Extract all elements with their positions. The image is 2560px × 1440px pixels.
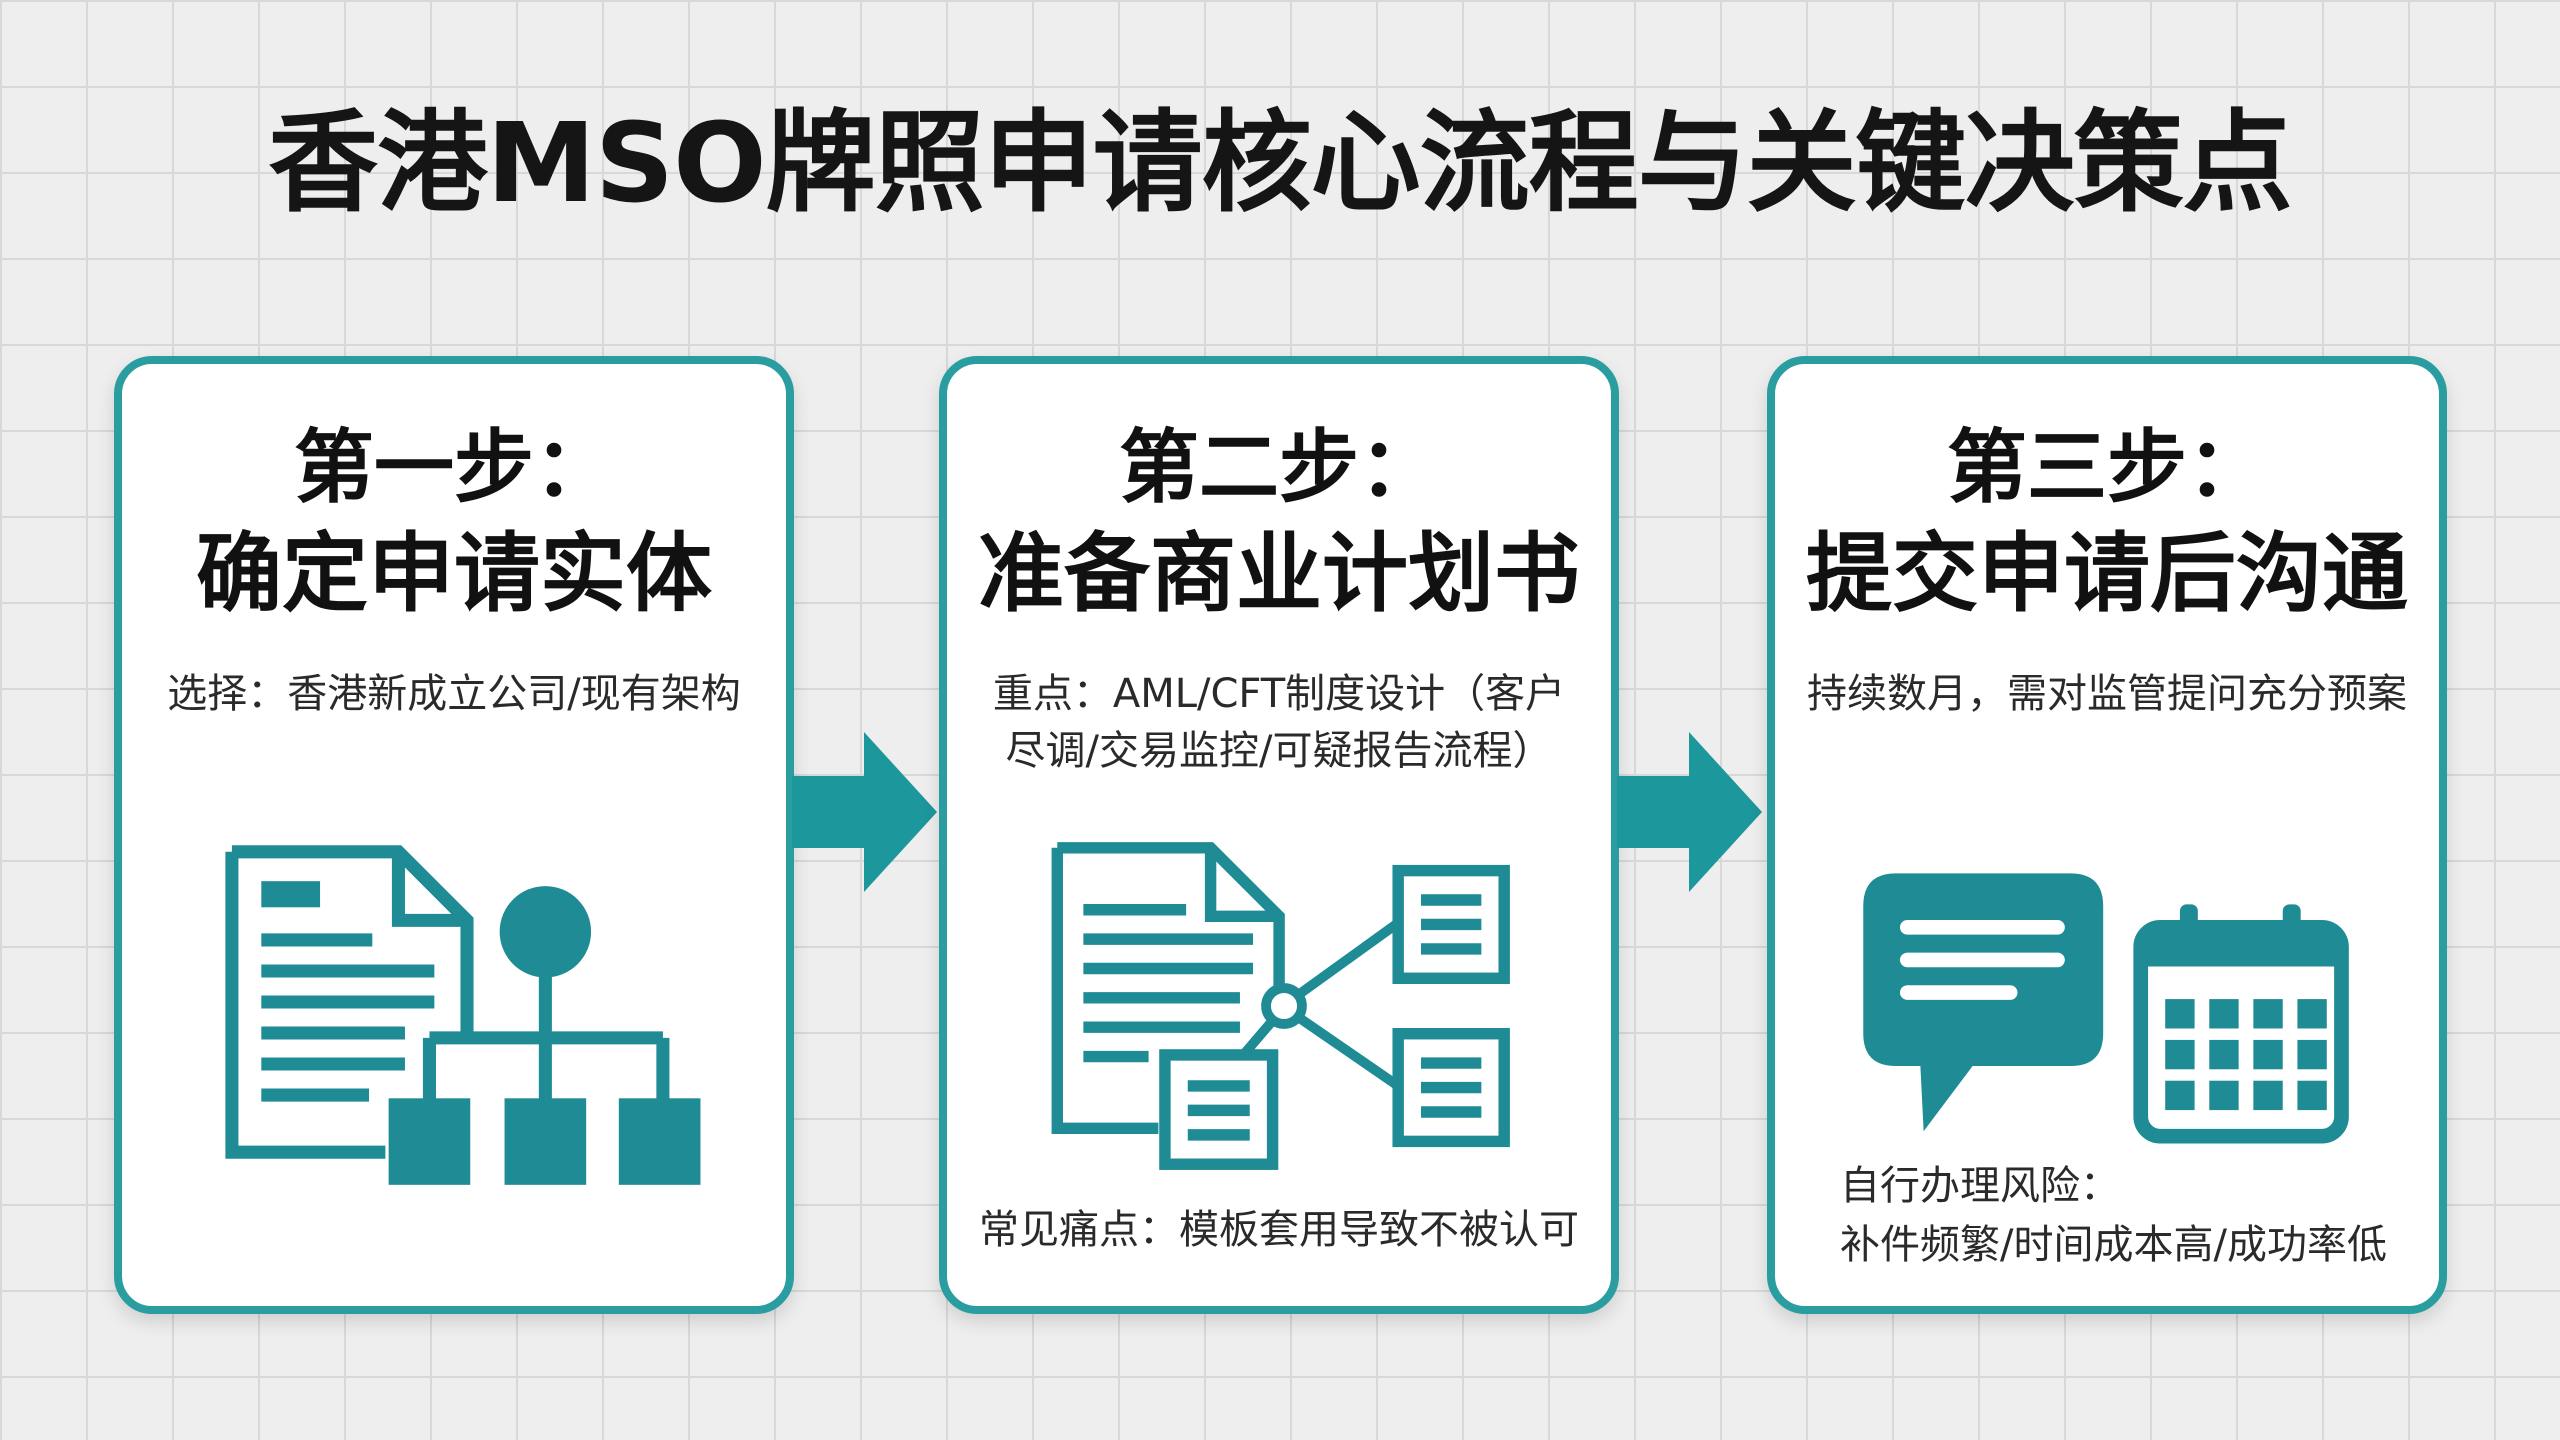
document-network-icon — [1051, 842, 1510, 1170]
document-org-chart-icon — [225, 845, 701, 1185]
step-description-line-1: 重点：AML/CFT制度设计（客户 — [992, 671, 1566, 717]
step-description: 持续数月，需对监管提问充分预案 — [1807, 671, 2407, 717]
step-label: 第三步： — [1947, 421, 2267, 514]
step-note-line-1: 自行办理风险： — [1840, 1163, 2120, 1209]
small-document-icon — [1159, 1049, 1279, 1170]
step-card-1: 第一步： 确定申请实体 选择：香港新成立公司/现有架构 — [114, 356, 794, 1314]
step-description: 选择：香港新成立公司/现有架构 — [167, 671, 741, 717]
right-arrow-icon — [1617, 732, 1762, 892]
org-chart-icon — [388, 886, 701, 1185]
step-description-line-2: 尽调/交易监控/可疑报告流程） — [1005, 728, 1553, 774]
small-document-icon — [1392, 864, 1510, 984]
step-card-3: 第三步： 提交申请后沟通 持续数月，需对监管提问充分预案 — [1767, 356, 2447, 1314]
step-title: 确定申请实体 — [196, 524, 712, 624]
page-title: 香港MSO牌照申请核心流程与关键决策点 — [268, 99, 2292, 227]
right-arrow-icon — [792, 732, 937, 892]
calendar-icon — [2133, 904, 2349, 1144]
step-card-2: 第二步： 准备商业计划书 重点：AML/CFT制度设计（客户 尽调/交易监控/可… — [939, 356, 1619, 1314]
document-icon — [225, 845, 474, 1159]
step-note-line-2: 补件频繁/时间成本高/成功率低 — [1840, 1222, 2387, 1268]
small-document-icon — [1392, 1028, 1510, 1148]
document-icon — [1051, 842, 1285, 1135]
step-label: 第一步： — [294, 421, 614, 514]
chat-bubble-icon — [1863, 873, 2104, 1132]
chat-calendar-icon — [1863, 873, 2349, 1144]
step-note: 常见痛点：模板套用导致不被认可 — [979, 1207, 1579, 1253]
step-title: 提交申请后沟通 — [1806, 524, 2408, 624]
network-links-icon — [1239, 918, 1402, 1090]
step-label: 第二步： — [1119, 421, 1439, 514]
step-title: 准备商业计划书 — [978, 524, 1580, 624]
